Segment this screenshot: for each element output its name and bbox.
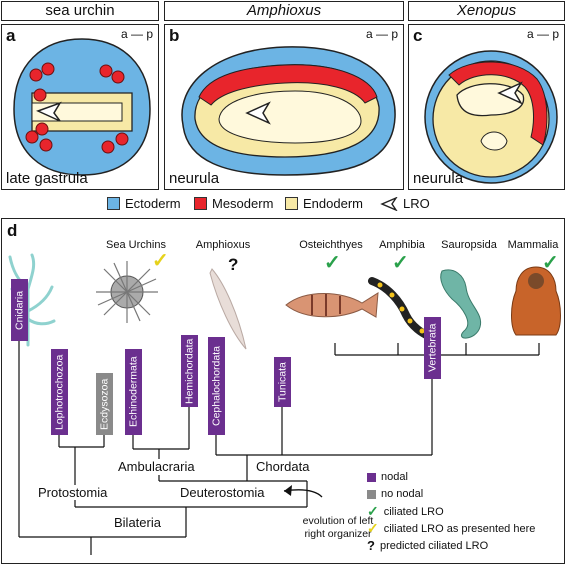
- key-ciliated-here-label: ciliated LRO as presented here: [383, 522, 536, 535]
- check-green-osteichthyes: ✓: [324, 252, 341, 274]
- legend-lro-label: LRO: [403, 196, 430, 211]
- endoderm-swatch: [285, 197, 298, 210]
- phylogenetic-tree-lines: [18, 341, 540, 555]
- panel-c-label: c: [413, 26, 423, 45]
- legend-ectoderm-label: Ectoderm: [125, 196, 181, 211]
- lro-arrow-icon: [380, 196, 398, 211]
- taxon-ecdysozoa: Ecdysozoa: [96, 373, 113, 435]
- organism-sauropsida: Sauropsida: [441, 239, 497, 251]
- legend-mesoderm: Mesoderm: [194, 196, 273, 211]
- header-sea-urchin: sea urchin: [1, 1, 159, 21]
- check-green-mammalia: ✓: [542, 252, 559, 274]
- ectoderm-swatch: [107, 197, 120, 210]
- no-nodal-swatch: [367, 489, 376, 499]
- mesoderm-swatch: [194, 197, 207, 210]
- panel-a: a a — p late gastrula: [1, 24, 159, 190]
- lro-evolution-note-line-1: evolution of left: [302, 515, 374, 527]
- amphioxus-embryo-illustration: [181, 46, 396, 176]
- organism-osteichthyes: Osteichthyes: [299, 239, 363, 251]
- panel-a-axis: a — p: [120, 27, 153, 41]
- panel-a-label: a: [6, 26, 16, 45]
- panel-d-label: d: [7, 221, 18, 240]
- clade-bilateria: Bilateria: [112, 515, 163, 530]
- taxon-vertebrata: Vertebrata: [424, 317, 441, 379]
- legend-endoderm-label: Endoderm: [303, 196, 363, 211]
- germ-layer-legend: Ectoderm Mesoderm Endoderm LRO: [0, 193, 567, 215]
- xenopus-embryo-illustration: [424, 50, 558, 184]
- legend-endoderm: Endoderm: [285, 196, 363, 211]
- nodal-swatch: [367, 472, 376, 482]
- key-predicted-label: predicted ciliated LRO: [379, 539, 489, 552]
- key-nodal-label: nodal: [381, 471, 408, 483]
- taxon-cephalochordata: Cephalochordata: [208, 337, 225, 435]
- question-mark-icon: ?: [367, 538, 375, 553]
- clade-ambulacraria: Ambulacraria: [116, 459, 197, 474]
- yellow-check-icon: ✓: [367, 520, 379, 536]
- taxon-hemichordata: Hemichordata: [181, 335, 198, 407]
- taxon-echinodermata: Echinodermata: [125, 349, 142, 435]
- lro-evolution-note-line-2: right organizer: [304, 528, 372, 540]
- taxon-lophotrochozoa: Lophotrochozoa: [51, 349, 68, 435]
- panel-c-stage: neurula: [413, 170, 464, 187]
- organism-amphioxus: Amphioxus: [195, 239, 251, 251]
- amphioxus-illustration: [209, 268, 247, 350]
- key-ciliated-label: ciliated LRO: [383, 505, 444, 518]
- panel-b-label: b: [169, 26, 180, 45]
- sea-urchin-embryo-illustration: [13, 38, 151, 176]
- key-nodal: nodal: [367, 471, 408, 483]
- key-ciliated-here: ✓ ciliated LRO as presented here: [367, 520, 535, 537]
- panel-b: b a — p neurula: [164, 24, 404, 190]
- clade-protostomia: Protostomia: [36, 485, 110, 500]
- panel-d: d: [1, 218, 565, 564]
- legend-mesoderm-label: Mesoderm: [212, 196, 274, 211]
- panel-c: c a — p neurula: [408, 24, 565, 190]
- fish-illustration: [285, 292, 379, 318]
- iguana-illustration: [440, 269, 482, 339]
- organism-sea-urchins: Sea Urchins: [106, 239, 166, 251]
- panel-b-stage: neurula: [169, 170, 220, 187]
- clade-deuterostomia: Deuterostomia: [178, 485, 267, 500]
- panel-a-stage: late gastrula: [6, 170, 88, 187]
- green-check-icon: ✓: [367, 503, 379, 519]
- question-amphioxus: ?: [228, 255, 239, 274]
- taxon-tunicata: Tunicata: [274, 357, 291, 407]
- key-no-nodal-label: no nodal: [381, 488, 424, 500]
- organism-mammalia: Mammalia: [507, 239, 559, 251]
- salamander-illustration: [368, 277, 434, 341]
- taxon-cnidaria: Cnidaria: [11, 279, 28, 341]
- sea-urchin-illustration: [96, 261, 158, 323]
- key-predicted: ? predicted ciliated LRO: [367, 538, 488, 553]
- organism-amphibia: Amphibia: [379, 239, 425, 251]
- check-yellow-sea-urchins: ✓: [152, 250, 169, 272]
- clade-chordata: Chordata: [254, 459, 312, 474]
- legend-ectoderm: Ectoderm: [107, 196, 181, 211]
- check-green-amphibia: ✓: [392, 252, 409, 274]
- orangutan-illustration: [511, 266, 561, 336]
- panel-c-axis: a — p: [526, 27, 559, 41]
- legend-lro: LRO: [380, 196, 430, 211]
- key-no-nodal: no nodal: [367, 488, 423, 500]
- panel-b-axis: a — p: [365, 27, 398, 41]
- header-amphioxus: Amphioxus: [164, 1, 404, 21]
- key-ciliated: ✓ ciliated LRO: [367, 503, 444, 520]
- header-xenopus: Xenopus: [408, 1, 565, 21]
